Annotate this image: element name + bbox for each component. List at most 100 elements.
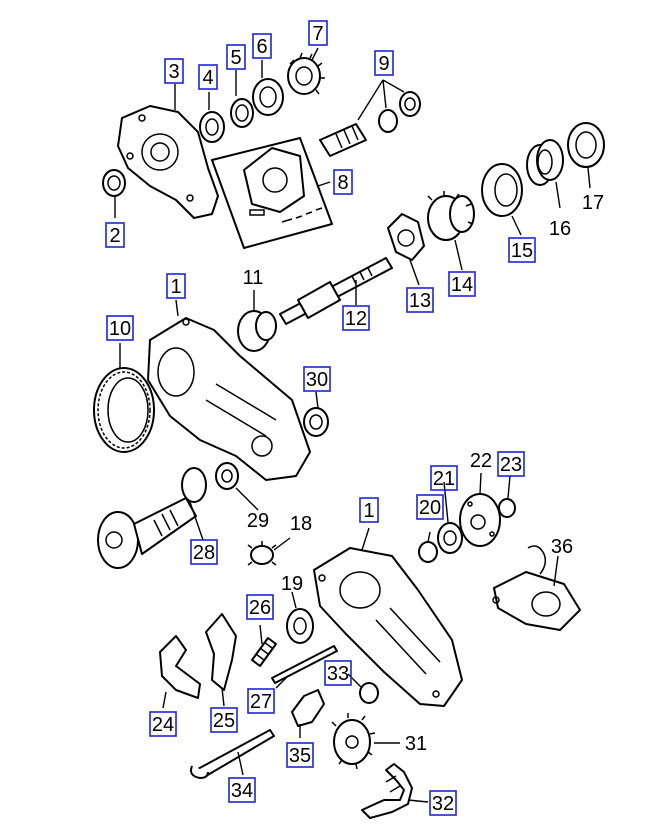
leader-lines [114, 47, 591, 803]
callout-number: 36 [551, 536, 573, 558]
callout-box [106, 315, 134, 341]
callout-number: 19 [281, 573, 303, 595]
callout-box [164, 58, 184, 84]
part-input-shaft-9 [319, 91, 421, 157]
callout-number: 5 [230, 47, 241, 69]
callout-box [252, 33, 272, 59]
callout-31: 31 [405, 733, 427, 755]
callout-box [342, 305, 370, 331]
callout-12: 12 [342, 305, 370, 331]
callout-3: 3 [164, 58, 184, 84]
callout-34: 34 [228, 777, 256, 803]
part-bearing-4 [199, 111, 225, 143]
callout-number: 3 [168, 61, 179, 83]
part-plug-23 [498, 498, 516, 518]
callout-13: 13 [406, 287, 434, 313]
callout-box [247, 688, 275, 714]
part-seal-21 [437, 522, 463, 554]
callout-box [430, 465, 458, 491]
part-speedo-gear-18 [247, 541, 277, 566]
part-case-rear-half [147, 317, 311, 481]
callout-1: 1 [166, 273, 186, 299]
callout-23: 23 [497, 451, 525, 477]
callout-number: 17 [582, 192, 604, 214]
part-hub-17 [567, 122, 605, 168]
callout-number: 9 [378, 53, 389, 75]
callout-8: 8 [333, 169, 353, 195]
callout-number: 1 [363, 500, 374, 522]
callout-number: 33 [327, 663, 349, 685]
callout-box [429, 790, 457, 816]
callout-35: 35 [286, 742, 314, 768]
callout-box [226, 44, 246, 70]
part-spring-16 [526, 139, 564, 186]
callout-number: 31 [405, 733, 427, 755]
callout-number: 25 [213, 710, 235, 732]
callout-box [308, 20, 328, 46]
part-pickup-tube-32 [361, 763, 413, 819]
callout-box [210, 707, 238, 733]
part-seal-front [102, 169, 126, 197]
callout-box [190, 539, 218, 565]
callout-number: 27 [250, 691, 272, 713]
callout-4: 4 [198, 64, 218, 90]
part-bearing-11 [237, 310, 277, 352]
callout-box [374, 50, 394, 76]
callout-33: 33 [324, 660, 352, 686]
part-pump-gear-31 [331, 713, 376, 770]
callout-number: 20 [419, 497, 441, 519]
callout-10: 10 [106, 315, 134, 341]
part-case-front-half [313, 547, 463, 707]
part-shift-fork-25 [205, 613, 237, 691]
callout-number: 1 [170, 276, 181, 298]
callout-28: 28 [190, 539, 218, 565]
part-pump-cover-22 [459, 493, 501, 547]
part-flange-yoke-28 [97, 467, 207, 569]
callout-box [286, 742, 314, 768]
callout-30: 30 [303, 366, 331, 392]
callout-1: 1 [359, 497, 379, 523]
callout-box [198, 64, 218, 90]
callout-18: 18 [290, 513, 312, 535]
callout-box [324, 660, 352, 686]
callout-box [166, 273, 186, 299]
callout-27: 27 [247, 688, 275, 714]
callout-9: 9 [374, 50, 394, 76]
callout-6: 6 [252, 33, 272, 59]
part-sun-gear-14 [427, 191, 475, 241]
callout-box [406, 287, 434, 313]
callout-15: 15 [508, 237, 536, 263]
part-gear-7 [287, 52, 325, 95]
part-main-shaft-12 [279, 257, 393, 325]
callout-box [508, 237, 536, 263]
callout-number: 22 [470, 450, 492, 472]
callout-11: 11 [243, 267, 264, 289]
callout-number: 6 [256, 36, 267, 58]
part-lever-34 [190, 729, 275, 779]
callout-number: 18 [290, 513, 312, 535]
part-bearing-6 [252, 78, 284, 116]
callout-14: 14 [448, 271, 476, 297]
callout-box [416, 494, 444, 520]
part-detent-35 [291, 689, 325, 727]
part-bearing-19 [286, 608, 314, 644]
part-shift-rail-27 [271, 645, 338, 684]
callout-box [105, 222, 125, 248]
callout-number: 21 [433, 468, 455, 490]
callout-17: 17 [582, 192, 604, 214]
callout-box [497, 451, 525, 477]
callout-20: 20 [416, 494, 444, 520]
part-ring-5 [230, 98, 254, 128]
part-shift-motor-36 [492, 545, 581, 631]
callout-number: 14 [451, 274, 473, 296]
callout-5: 5 [226, 44, 246, 70]
part-seal-30 [303, 407, 329, 437]
callout-36: 36 [551, 536, 573, 558]
callout-number: 32 [432, 793, 454, 815]
part-front-cover [117, 105, 219, 219]
callout-box [149, 711, 177, 737]
callout-number: 4 [202, 67, 213, 89]
callout-24: 24 [149, 711, 177, 737]
